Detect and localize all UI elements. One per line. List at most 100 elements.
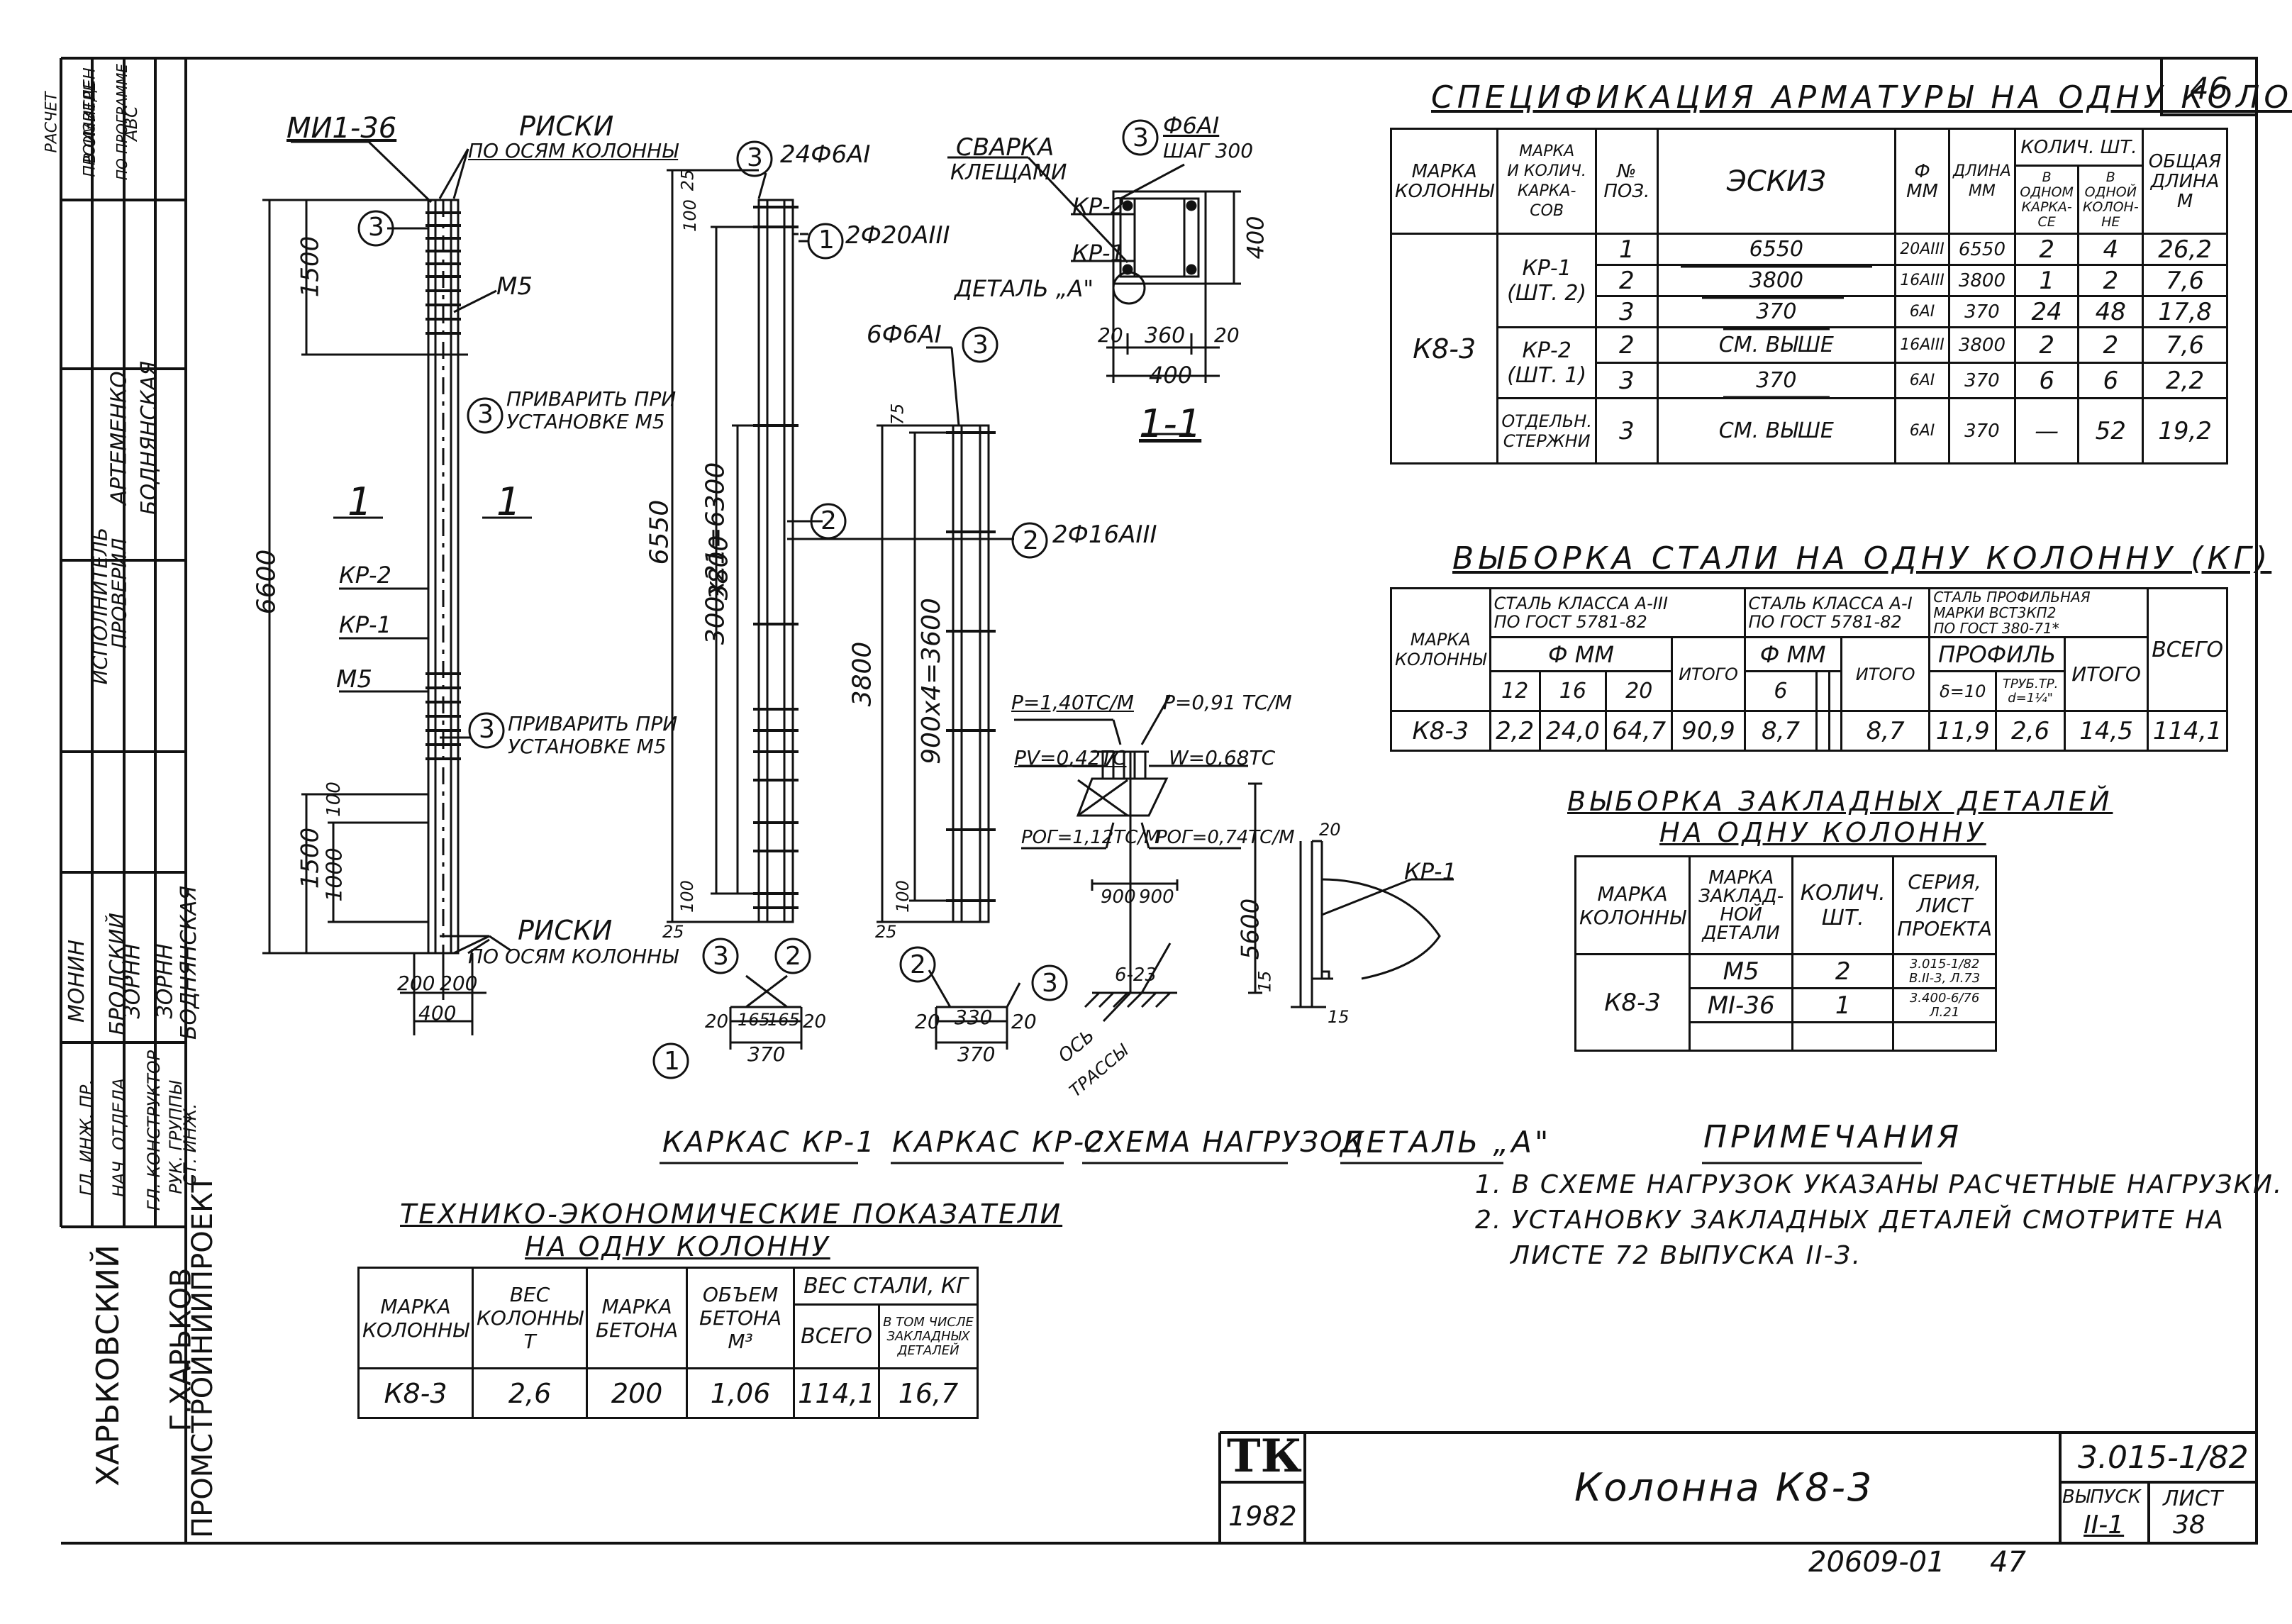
col-header: ИТОГО (1840, 636, 1931, 712)
len-cell: 3800 (1948, 264, 2016, 297)
dim-200: 200 (397, 972, 435, 995)
dim-100: 100 (679, 199, 700, 232)
tech-title-2: НА ОДНУ КОЛОННУ (525, 1231, 830, 1262)
position-3: 3 (972, 330, 989, 360)
col-header: 12 (1489, 670, 1541, 712)
riski-label: РИСКИ (518, 915, 613, 946)
stamp-checker-name: БОДНЯНСКАЯ (137, 360, 162, 516)
section-dim: 20 (1011, 1010, 1037, 1033)
dim-1000: 1000 (322, 847, 347, 902)
load-pof2: РОГ=0,74ТС/М (1156, 827, 1295, 848)
position-3: 3 (479, 715, 495, 744)
dim-6600: 6600 (252, 549, 282, 615)
col-header: ТРУБ.ТР.d=1¼" (1995, 670, 2066, 712)
section-dim-370: 370 (957, 1042, 996, 1066)
col-header: ПРОФИЛЬ (1928, 636, 2066, 672)
qf-cell: 2 (2013, 326, 2080, 364)
section-dim: 360 (1145, 323, 1186, 348)
value-cell: 2,6 (472, 1367, 589, 1419)
dim-400: 400 (1149, 362, 1193, 389)
section-dim: 330 (955, 1006, 993, 1029)
total-cell: 17,8 (2142, 295, 2228, 328)
note-item: 2. УСТАНОВКУ ЗАКЛАДНЫХ ДЕТАЛЕЙ СМОТРИТЕ … (1475, 1206, 2225, 1235)
qty-cell: 2 (1791, 953, 1895, 989)
dim-900: 900 (1139, 886, 1174, 908)
position-2: 2 (785, 942, 801, 971)
dim-900: 900x4=3600 (916, 598, 946, 764)
section-mark: 1 (496, 479, 521, 524)
table-row: КР-2(ШТ. 1) 2 СМ. ВЫШЕ 16АIII 3800 2 2 7… (1391, 326, 2228, 399)
table-row: 3 370 6АI 370 24 48 17,8 (1391, 295, 2228, 328)
kp1-label: КР-1 (1404, 858, 1457, 885)
calc-note-line: АВС (121, 106, 141, 141)
embedded-title: ВЫБОРКА ЗАКЛАДНЫХ ДЕТАЛЕЙ (1567, 786, 2113, 817)
kp1-label: КР-1 (339, 611, 391, 638)
frame-cell: КР-2(ШТ. 1) (1496, 326, 1597, 399)
col-header: 6 (1743, 670, 1818, 712)
section-dim-370: 370 (747, 1042, 786, 1066)
dim-400: 400 (418, 1001, 457, 1025)
riski-label: РИСКИ (519, 111, 614, 142)
bars-label: 6Ф6АI (867, 321, 942, 349)
dim-6550: 6550 (645, 499, 674, 565)
org-name: ХАРЬКОВСКИЙ (89, 1245, 126, 1486)
len-cell: 370 (1948, 397, 2016, 465)
dia-cell: 20АIII (1894, 233, 1951, 266)
position-3: 3 (477, 400, 494, 429)
dim-100: 100 (323, 782, 345, 817)
pos-cell: 2 (1594, 264, 1659, 297)
kp2-label: КР-2 (1072, 193, 1125, 220)
mark-cell: МI-36 (1689, 987, 1794, 1023)
notes-title: ПРИМЕЧАНИЯ (1703, 1119, 1963, 1155)
section-dim: 165 (767, 1010, 800, 1030)
doc-code: 3.015-1/82 (2078, 1440, 2249, 1476)
section-dim: 20 (803, 1011, 827, 1033)
value-cell: 114,1 (793, 1367, 881, 1419)
tk-logo: ТК (1227, 1430, 1302, 1483)
weld-note: УСТАНОВКЕ М5 (506, 410, 665, 433)
value-cell: 11,9 (1928, 710, 1998, 752)
mark-cell: К8-3 (1390, 710, 1491, 752)
sketch-cell: СМ. ВЫШЕ (1656, 326, 1897, 364)
frame-cell: ОТДЕЛЬН.СТЕРЖНИ (1496, 397, 1597, 465)
bars-label: 2Ф16АIII (1052, 521, 1157, 549)
mark-mi: МИ1-36 (286, 112, 397, 145)
section-dim: 165 (738, 1010, 770, 1030)
sketch-cell: 370 (1656, 362, 1897, 399)
empty-cell (1791, 1021, 1895, 1052)
qc-cell: 2 (2077, 264, 2144, 297)
value-cell: 8,7 (1743, 710, 1818, 752)
sheet-name: Колонна К8-3 (1574, 1465, 1874, 1510)
section-dim: 20 (705, 1011, 729, 1033)
position-3: 3 (1133, 123, 1149, 152)
dim-75: 75 (887, 403, 908, 426)
qc-cell: 48 (2077, 295, 2144, 328)
dim-3800: 3800 (704, 535, 734, 601)
section-mark: 1 (347, 479, 372, 524)
dia-cell: 16АIII (1894, 326, 1951, 364)
dia-cell: 6АI (1894, 295, 1951, 328)
len-cell: 3800 (1948, 326, 2016, 364)
qc-cell: 52 (2077, 397, 2144, 465)
pos-cell: 3 (1594, 397, 1659, 465)
org-name: Г.ХАРЬКОВ (165, 1267, 198, 1432)
